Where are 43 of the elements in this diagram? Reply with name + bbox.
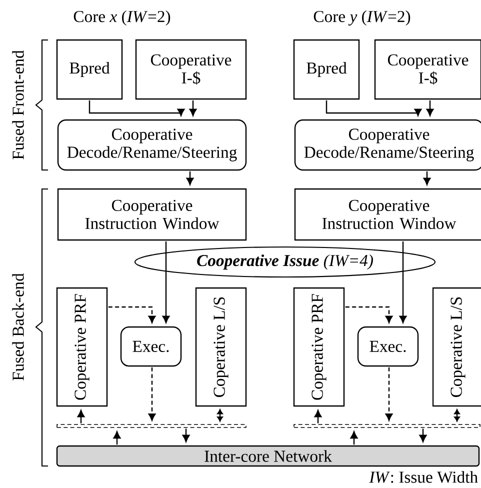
unit-box: Cooperative Instruction Window [294,188,481,241]
unit-box: Coperative L/S [195,287,247,407]
unit-box: Coperative PRF [293,287,345,407]
unit-box: Coperative PRF [56,287,108,407]
unit-box: Cooperative I-$ [135,39,247,100]
arrow [162,241,170,324]
issue-label: Cooperative Issue (IW=4) [197,254,373,270]
arrow [189,100,197,116]
arrow [113,431,121,445]
unit-box: Exec. [357,326,419,367]
unit-box: Coperative L/S [432,287,481,407]
core-title: Core y (IW=2) [314,10,410,26]
section-label: Fused Front-end [12,50,24,160]
bus-line [56,424,246,428]
arrow [77,410,85,424]
arrow [217,409,223,422]
legend-note: IW: Issue Width [369,471,478,483]
core-title: Core x (IW=2) [74,10,170,26]
unit-box: Cooperative I-$ [374,39,481,100]
section-label: Fused Back-end [12,273,24,380]
arrow [108,306,156,324]
arrow [399,241,407,324]
bus-line [294,424,480,428]
unit-box: Cooperative Instruction Window [57,188,247,241]
unit-box: Bpred [56,39,123,100]
arrow [314,410,322,424]
unit-box: Cooperative Decode/Rename/Steering [294,119,481,171]
arrow [454,409,460,422]
arrow [88,100,185,116]
unit-box: Cooperative Decode/Rename/Steering [57,119,247,171]
arrow [148,367,156,421]
arrow [419,428,427,442]
unit-box: Exec. [120,326,182,367]
arrow [423,171,431,186]
network-bar: Inter-core Network [56,445,480,467]
arrow [326,100,422,116]
arrow [350,431,358,445]
arrow [182,428,190,442]
unit-box: Bpred [293,39,360,100]
arrow [426,100,434,116]
arrow [186,171,194,186]
arrow [345,306,393,324]
arrow [385,367,393,421]
